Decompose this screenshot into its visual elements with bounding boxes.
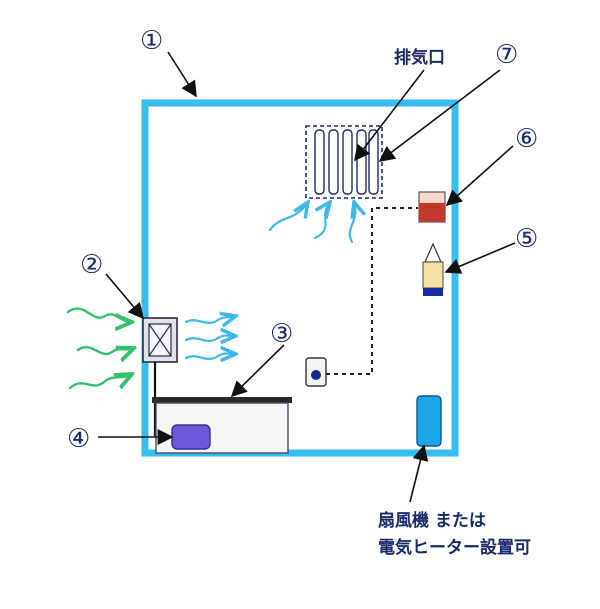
floor-fan-slot <box>416 395 442 447</box>
fan-outflow-arrows <box>184 316 236 359</box>
exhaust-label: 排気口 <box>394 47 445 68</box>
room-outline <box>141 99 459 457</box>
sensor-wiring <box>326 207 418 375</box>
callout-6: ⑥ <box>515 124 538 154</box>
callout-4: ④ <box>67 424 90 454</box>
note-line-2: 電気ヒーター設置可 <box>378 537 531 558</box>
note-line-1: 扇風機 または <box>378 510 486 531</box>
controller-box <box>171 424 211 450</box>
callout-7: ⑦ <box>495 40 518 70</box>
callout-leaders <box>98 51 516 503</box>
callout-1: ① <box>140 26 163 56</box>
callout-5: ⑤ <box>515 224 538 254</box>
callout-2: ② <box>80 250 103 280</box>
exhaust-vent <box>305 125 383 199</box>
exhaust-airflow-arrows <box>268 202 355 244</box>
intake-airflow-arrows <box>66 307 134 390</box>
callout-3: ③ <box>270 319 293 349</box>
sensor-unit-6 <box>418 191 446 223</box>
thermostat-switch <box>305 357 327 387</box>
sensor-unit-5 <box>422 242 444 296</box>
